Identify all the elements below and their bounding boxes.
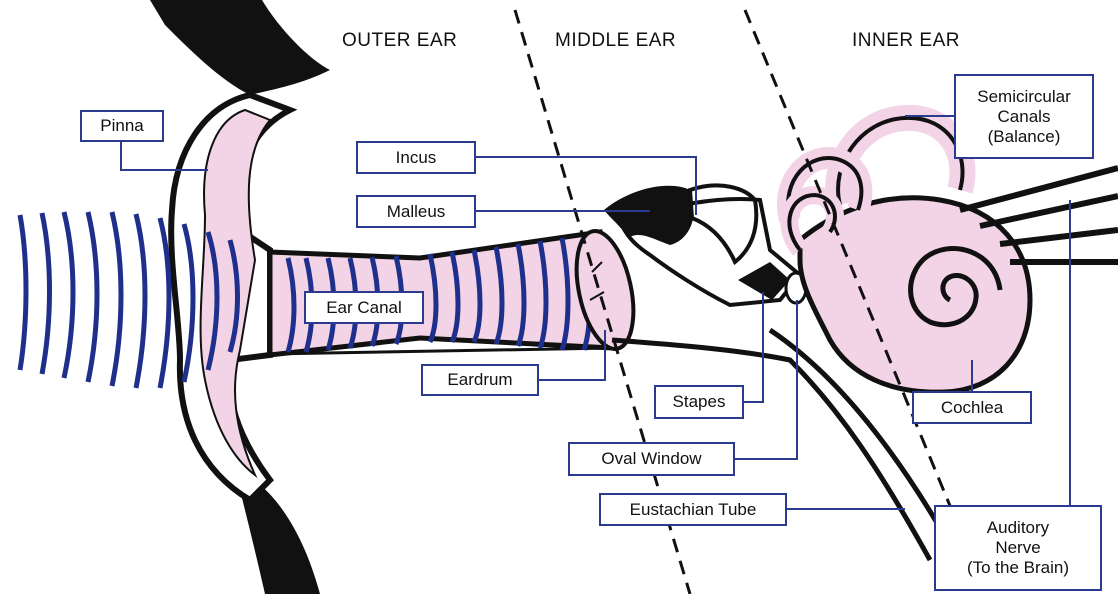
oval-window-label: Oval Window bbox=[568, 442, 735, 476]
incus-bone bbox=[690, 185, 756, 262]
stapes-leader bbox=[744, 292, 763, 402]
malleus-bone bbox=[604, 186, 694, 245]
ear-canal-label: Ear Canal bbox=[304, 291, 424, 324]
stapes-label: Stapes bbox=[654, 385, 744, 419]
eustachian-tube-label: Eustachian Tube bbox=[599, 493, 787, 526]
pinna-label: Pinna bbox=[80, 110, 164, 142]
semicircular-canals-label: Semicircular Canals (Balance) bbox=[954, 74, 1094, 159]
oval-window-leader bbox=[735, 300, 797, 459]
outer-ear-title: OUTER EAR bbox=[342, 30, 457, 52]
inner-ear-title: INNER EAR bbox=[852, 30, 960, 52]
malleus-label: Malleus bbox=[356, 195, 476, 228]
auditory-nerve-label: Auditory Nerve (To the Brain) bbox=[934, 505, 1102, 591]
cochlea-label: Cochlea bbox=[912, 391, 1032, 424]
middle-ear-title: MIDDLE EAR bbox=[555, 30, 676, 52]
incus-label: Incus bbox=[356, 141, 476, 174]
outer-ear-top-shape bbox=[150, 0, 330, 95]
eardrum-label: Eardrum bbox=[421, 364, 539, 396]
